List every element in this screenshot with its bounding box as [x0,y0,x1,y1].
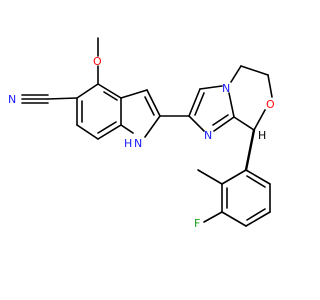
bond-ox-n4-c5 [230,65,242,83]
bond-aryl-c6-c1-inner [246,175,266,188]
atom-stereo-h: H [258,129,266,142]
bond-benz-c3a-c4-inner [103,91,118,101]
bond-pyr-c2-n1 [144,115,161,138]
bond-aryl-c4-c5 [245,211,271,227]
bond-aryl-c3-c4 [221,211,247,227]
atom-nitrile-n: N [8,93,16,106]
bond-ox-o7-c8 [253,109,266,131]
bond-benz-c5-c4 [76,83,99,99]
bond-pyr-c3-c2-inner [144,96,155,116]
bond-pyr-n1-c7a [120,124,134,134]
bond-benz-c7-c6 [76,124,99,140]
atom-methoxy-o: O [93,55,102,68]
bond-imid-c2-c3-inner [194,92,205,116]
bond-ox-c5-c6 [240,65,269,76]
bond-imid-n4-c8a [228,92,235,118]
bond-pyr-c3-c2 [146,89,161,117]
bond-aryl-methyl [197,169,223,185]
atom-label-layer: N O N H N N O H F [8,55,275,230]
bond-layer [21,37,273,227]
bond-benz-c7a-c7 [97,124,122,140]
bond-imid-c2-c3 [188,88,201,117]
bond-aryl-c1-c2 [221,169,247,185]
bond-imid-c3-n4 [199,85,223,90]
bond-pyr-c3a-c3 [120,89,148,99]
bond-imid-c8a-n1-inner [212,114,229,126]
bond-nitrile-c-c5 [47,97,78,100]
atom-fluorine: F [194,217,200,230]
bond-aryl-c6-c1 [245,169,271,185]
atom-indole-n: N [134,137,142,150]
bond-c8-aryl [244,128,256,172]
atom-imidazole-n1: N [204,129,212,142]
bond-ox-c8-c8a [233,116,255,131]
bond-benz-c7a-c7-inner [97,121,117,134]
atom-imidazole-n4: N [222,82,230,95]
bond-aryl-c4-c5-inner [246,208,266,221]
bond-imid-c8a-n1 [213,116,235,132]
molecule-structure-diagram: N O N H N N O H F [8,37,275,230]
bond-imid-n1-c2 [188,115,205,132]
bond-ox-c6-o7 [267,74,273,98]
bond-aryl-fluoro [203,211,223,223]
bond-benz-c4-c3a [97,83,122,99]
atom-oxazine-o: O [266,98,275,111]
atom-indole-h: H [124,137,132,150]
